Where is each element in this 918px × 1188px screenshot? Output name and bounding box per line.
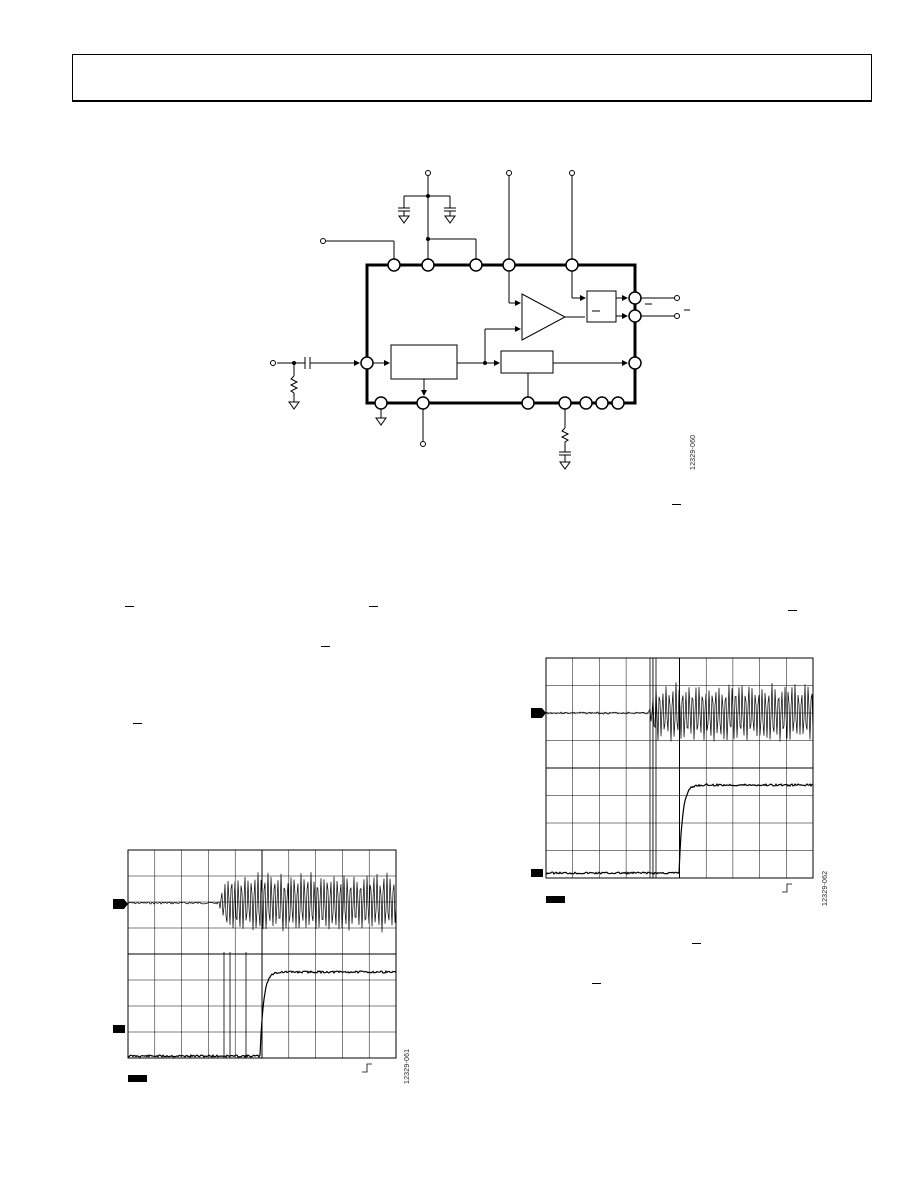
pin-top-2: [421, 258, 435, 272]
pin-top-4: [502, 258, 516, 272]
pin-bottom-3: [521, 396, 535, 410]
scale-marker: [128, 1075, 147, 1082]
overbar-text-left-2: [369, 606, 378, 607]
pin-top-5: [565, 258, 579, 272]
overbar-text-left-4: [133, 723, 142, 724]
overbar-text-left-3: [321, 646, 330, 647]
pin-bottom-6: [595, 396, 609, 410]
ch1-marker: [113, 899, 128, 909]
scale-marker: [546, 896, 565, 903]
ch2-marker: [531, 869, 543, 877]
pin-right-1: [628, 291, 642, 305]
block-middle: [500, 350, 554, 374]
pin-bottom-2: [416, 396, 430, 410]
trigger-icon: [362, 1063, 372, 1073]
chip-outline: [365, 263, 637, 405]
overbar-text-right-2: [788, 610, 797, 611]
overbar-text-right-1: [672, 504, 681, 505]
overbar-text-right-3: [692, 943, 701, 944]
pin-left-1: [360, 356, 374, 370]
pin-top-1: [387, 258, 401, 272]
pin-bottom-7: [611, 396, 625, 410]
pin-bottom-5: [579, 396, 593, 410]
pin-bottom-4: [558, 396, 572, 410]
block-diagram-id-label: 12329-060: [690, 434, 697, 470]
pin-right-2: [628, 309, 642, 323]
ch2-marker: [113, 1025, 125, 1033]
ch1-marker: [531, 708, 546, 718]
scope-left: [113, 849, 397, 1082]
page-header-box: [72, 54, 872, 102]
scope-right-id-label: 12329-062: [822, 870, 829, 906]
overbar-text-left-1: [125, 606, 134, 607]
pin-bottom-1: [374, 396, 388, 410]
amplifier-triangle: [521, 293, 567, 341]
block-output: [586, 290, 617, 323]
overbar-text-right-4: [592, 983, 601, 984]
pin-right-3: [628, 356, 642, 370]
trigger-icon: [782, 883, 792, 893]
scope-right: [531, 657, 814, 903]
block-left: [390, 344, 458, 380]
scope-left-id-label: 12329-061: [404, 1048, 411, 1084]
block-diagram: [270, 170, 690, 470]
pin-top-3: [469, 258, 483, 272]
